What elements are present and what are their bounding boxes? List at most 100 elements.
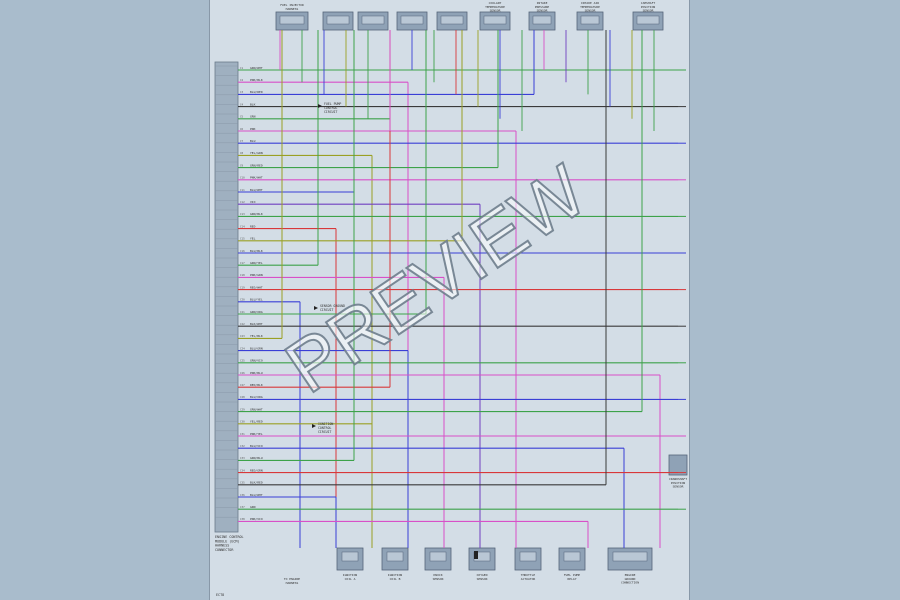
bottom-connector-socket — [563, 551, 581, 562]
annotation-arrow — [314, 306, 318, 310]
bottom-connector-3 — [424, 547, 452, 571]
wire-label: RED/WHT — [250, 285, 263, 289]
knock-sensor-marker — [474, 551, 478, 559]
wire-pin-number: C10 — [240, 176, 245, 180]
wire-pin-number: C31 — [240, 432, 245, 436]
wire-label: RED — [250, 224, 256, 228]
wire-38: PNK/VIO C38 — [238, 517, 589, 548]
wire-pin-number: C26 — [240, 371, 245, 375]
wire-label: GRN — [250, 115, 256, 119]
wire-pin-number: C36 — [240, 493, 245, 497]
top-connector-3 — [357, 11, 389, 31]
wire-pin-number: C33 — [240, 456, 245, 460]
wire-label: GRN — [250, 505, 256, 509]
wire-label: PNK/VIO — [250, 517, 263, 521]
wire-pin-number: C12 — [240, 200, 245, 204]
wire-label: PNK/GRN — [250, 273, 263, 277]
wire-label: PNK/WHT — [250, 176, 263, 180]
top-connector-socket — [483, 15, 507, 25]
wire-label: GRN/WHT — [250, 407, 263, 411]
top-connector-socket — [361, 15, 385, 25]
wire-14: RED C14 — [238, 224, 337, 548]
top-connector-4 — [396, 11, 428, 31]
top-connector-6 — [479, 11, 511, 31]
wire-label: RED/GRN — [250, 468, 263, 472]
top-connector-7 — [528, 11, 556, 31]
bottom-connector-socket — [612, 551, 648, 562]
wire-18: PNK/GRN C18 — [238, 273, 445, 548]
wire-label: GRN/VIO — [250, 359, 263, 363]
wire-label: BLU/BLK — [250, 249, 263, 253]
wire-label: PNK/YEL — [250, 432, 263, 436]
top-connector-socket — [279, 15, 305, 25]
top-connector-1 — [275, 11, 309, 31]
wire-26: PNK/BLU C26 — [238, 371, 661, 548]
bottom-connector-6 — [558, 547, 586, 571]
wire-label: YEL/RED — [250, 420, 263, 424]
wire-label: RED/BLK — [250, 383, 263, 387]
wire-label: PNK/BLU — [250, 371, 263, 375]
wire-16: BLU/BLK C16 — [238, 249, 686, 254]
wire-pin-number: C20 — [240, 298, 245, 302]
wire-pin-number: C14 — [240, 224, 245, 228]
wire-label: GRN/BLK — [250, 212, 263, 216]
wire-pin-number: C17 — [240, 261, 245, 265]
wire-31: PNK/YEL C31 — [238, 432, 686, 437]
wire-label: BLU/GRN — [250, 346, 263, 350]
wire-pin-number: C16 — [240, 249, 245, 253]
wire-pin-number: C37 — [240, 505, 245, 509]
wire-pin-number: C38 — [240, 517, 245, 521]
wire-label: VIO — [250, 200, 256, 204]
wire-label: GRN/ORG — [250, 310, 263, 314]
right-sensor-body — [668, 454, 688, 476]
top-connector-socket — [400, 15, 424, 25]
wire-label: PNK/BLK — [250, 78, 263, 82]
wire-label: BLK/WHT — [250, 322, 263, 326]
wire-label: BLU/WHT — [250, 188, 263, 192]
wire-pin-number: C35 — [240, 481, 245, 485]
top-connector-socket — [440, 15, 464, 25]
wire-label: BLU/ORG — [250, 395, 263, 399]
bottom-connector-socket — [386, 551, 404, 562]
wire-pin-number: C32 — [240, 444, 245, 448]
wire-label: GRN/RED — [250, 163, 263, 167]
wire-label: YEL/GRN — [250, 151, 263, 155]
top-connector-socket — [580, 15, 600, 25]
top-connector-8 — [576, 11, 604, 31]
wire-label: GRN/YEL — [250, 261, 263, 265]
wire-pin-number: C18 — [240, 273, 245, 277]
wire-pin-number: C5 — [240, 115, 244, 119]
wire-36: BLU/WHT C36 — [238, 493, 337, 548]
bottom-connector-2 — [381, 547, 409, 571]
wire-label: BLU/WHT — [250, 493, 263, 497]
wire-pin-number: C9 — [240, 163, 244, 167]
wire-pin-number: C3 — [240, 90, 244, 94]
wire-pin-number: C6 — [240, 127, 244, 131]
wire-5: GRN C5 — [238, 30, 391, 120]
